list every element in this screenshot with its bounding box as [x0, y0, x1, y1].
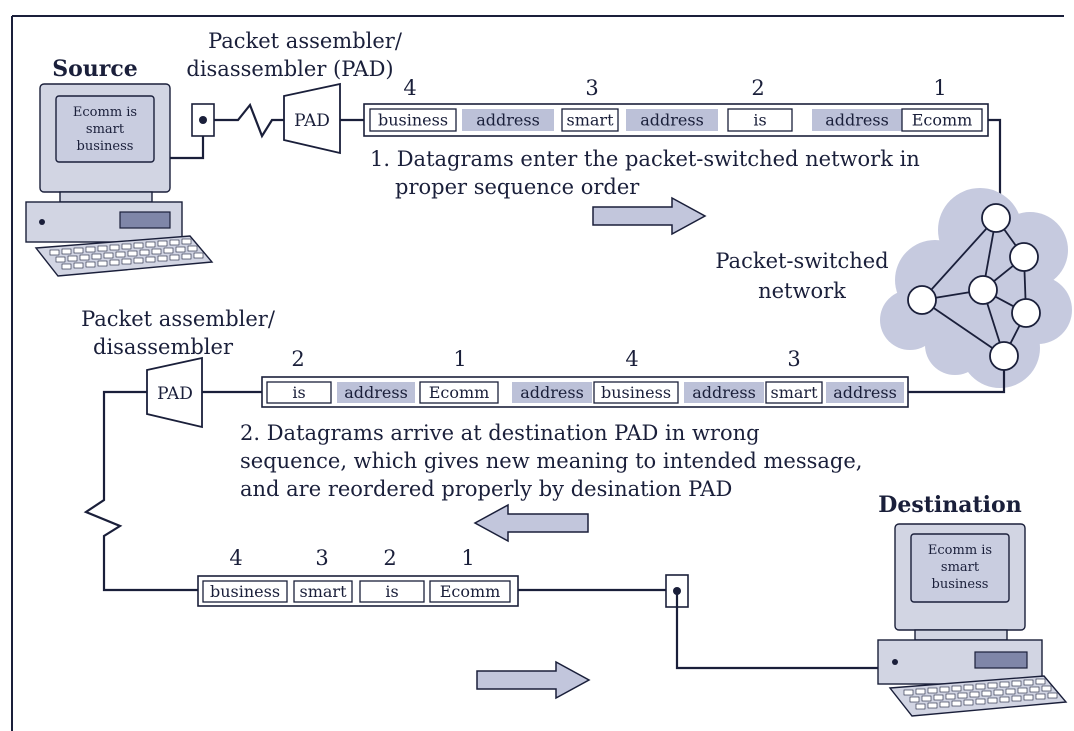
- network-node: [1011, 298, 1041, 328]
- datagram-cell: [593, 381, 679, 404]
- source-screen-line: smart: [86, 122, 125, 137]
- datagram-cell-label: is: [753, 111, 766, 130]
- network-cloud-icon: [880, 188, 1072, 388]
- mid-pad-caption-line: Packet assembler/: [81, 307, 276, 331]
- address-cell-label: address: [520, 383, 584, 402]
- bottom-datagram-cells: business smart is Ecomm: [202, 580, 511, 603]
- source-line-zigzag: [214, 102, 284, 139]
- datagram-cell: [765, 381, 823, 404]
- address-cell: [812, 109, 902, 131]
- datagram-cell-label: is: [292, 383, 305, 402]
- datagram-cell: [369, 108, 457, 132]
- network-node: [989, 341, 1019, 371]
- step2-text-line: and are reordered properly by desination…: [240, 477, 732, 501]
- top-pad-box: [283, 82, 341, 155]
- address-cell-label: address: [476, 111, 540, 130]
- bottom-sequence-numbers: 4 3 2 1: [229, 546, 474, 570]
- network-to-mid-line: [908, 370, 1006, 394]
- sequence-number: 1: [453, 347, 466, 371]
- datagram-cell: [901, 108, 983, 132]
- top-sequence-numbers: 4 3 2 1: [403, 76, 946, 100]
- network-node: [981, 203, 1011, 233]
- mid-pad-label: PAD: [157, 384, 193, 404]
- destination-screen-line: business: [932, 577, 989, 592]
- network-node: [1009, 242, 1039, 272]
- address-cell: [826, 382, 904, 403]
- top-pad-caption-line: Packet assembler/: [208, 29, 403, 53]
- sequence-number: 3: [585, 76, 598, 100]
- source-screen-line: business: [77, 139, 134, 154]
- source-screen-line: Ecomm is: [73, 105, 137, 120]
- top-pad-caption-line: disassembler (PAD): [186, 57, 393, 81]
- datagram-cell-label: business: [601, 383, 671, 402]
- datagram-cell-label: is: [385, 582, 398, 601]
- sequence-number: 4: [625, 347, 638, 371]
- mid-sequence-numbers: 2 1 4 3: [291, 347, 800, 371]
- datagram-cell-label: business: [210, 582, 280, 601]
- step1-text-line: 1. Datagrams enter the packet-switched n…: [370, 147, 920, 171]
- network-label-line: network: [758, 279, 846, 303]
- sequence-number: 3: [315, 546, 328, 570]
- datagram-cell: [419, 381, 499, 404]
- step2-text-line: 2. Datagrams arrive at destination PAD i…: [240, 421, 760, 445]
- datagram-cell: [266, 381, 332, 404]
- address-cell: [512, 382, 592, 403]
- datagram-cell-label: smart: [771, 383, 819, 402]
- datagram-cell: [727, 108, 793, 132]
- address-cell: [684, 382, 764, 403]
- source-title: Source: [52, 56, 138, 82]
- destination-computer-icon: [877, 523, 1068, 717]
- datagram-cell-label: Ecomm: [440, 582, 501, 601]
- destination-title: Destination: [878, 492, 1021, 518]
- mid-to-bottom-line: [83, 390, 198, 592]
- mid-pad-box: [146, 356, 203, 429]
- address-cell-label: address: [692, 383, 756, 402]
- datagram-cell: [561, 108, 619, 132]
- datagram-cell: [359, 580, 425, 603]
- sequence-number: 3: [787, 347, 800, 371]
- address-cell-label: address: [344, 383, 408, 402]
- datagram-cell-label: Ecomm: [429, 383, 490, 402]
- destination-screen-line: smart: [941, 560, 980, 575]
- address-cell: [626, 109, 718, 131]
- mid-datagram-cells: is address Ecomm address business address smar…: [266, 381, 904, 404]
- address-cell-label: address: [640, 111, 704, 130]
- right-arrow-icon: [476, 660, 591, 700]
- top-pad-label: PAD: [294, 111, 330, 131]
- datagram-cell: [429, 580, 511, 603]
- datagram-cell: [293, 580, 353, 603]
- sequence-number: 1: [461, 546, 474, 570]
- right-arrow-icon: [592, 196, 707, 236]
- datagram-cell-label: business: [378, 111, 448, 130]
- address-cell: [462, 109, 554, 131]
- sequence-number: 1: [933, 76, 946, 100]
- network-label-line: Packet-switched: [715, 249, 888, 273]
- sequence-number: 2: [751, 76, 764, 100]
- source-computer-icon: [25, 83, 214, 277]
- datagram-cell-label: smart: [300, 582, 348, 601]
- address-cell-label: address: [833, 383, 897, 402]
- step2-text-line: sequence, which gives new meaning to int…: [240, 449, 862, 473]
- sequence-number: 2: [291, 347, 304, 371]
- network-node: [968, 275, 998, 305]
- mid-pad-caption-line: disassembler: [93, 335, 234, 359]
- top-to-network-line: [988, 118, 1002, 212]
- sequence-number: 4: [403, 76, 416, 100]
- address-cell-label: address: [825, 111, 889, 130]
- destination-cable: [675, 591, 885, 670]
- sequence-number: 4: [229, 546, 242, 570]
- top-datagram-cells: business address smart address is address Ecom…: [369, 108, 983, 132]
- address-cell: [337, 382, 415, 403]
- step1-text-line: proper sequence order: [395, 175, 640, 199]
- sequence-number: 2: [383, 546, 396, 570]
- datagram-cell: [202, 580, 288, 603]
- datagram-cell-label: Ecomm: [912, 111, 973, 130]
- destination-screen-line: Ecomm is: [928, 543, 992, 558]
- network-node: [907, 285, 937, 315]
- left-arrow-icon: [473, 503, 589, 543]
- datagram-cell-label: smart: [567, 111, 615, 130]
